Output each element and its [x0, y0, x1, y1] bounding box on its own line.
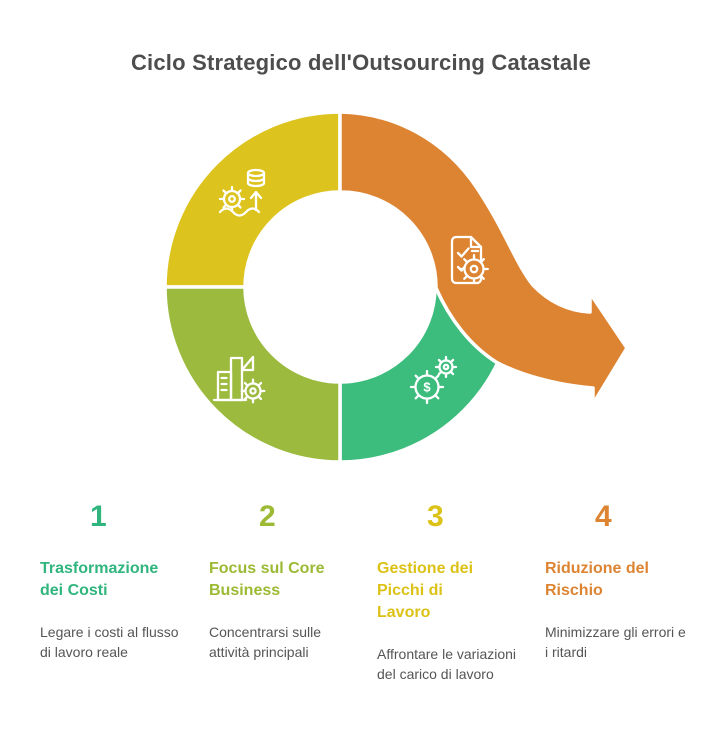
- step-number: 3: [427, 500, 444, 533]
- step-title: Focus sul Core Business: [209, 560, 325, 599]
- checklist-gear-icon: [450, 235, 489, 285]
- step-3: 3 Gestione dei Picchi di Lavoro Affronta…: [377, 502, 527, 684]
- step-title: Gestione dei Picchi di Lavoro: [377, 560, 474, 621]
- dollar-glyph: $: [423, 380, 431, 395]
- step-title: Trasformazione dei Costi: [40, 560, 159, 599]
- segment-orange-arrow: [338, 110, 629, 406]
- dollar-gear-icon: $: [409, 355, 458, 405]
- step-number: 1: [90, 500, 107, 533]
- segment-green: [163, 285, 342, 464]
- step-number: 4: [595, 500, 612, 533]
- segment-yellow: [163, 110, 342, 289]
- steps-row: 1 Trasformazione dei Costi Legare i cost…: [0, 502, 722, 732]
- step-description: Minimizzare gli errori e i ritardi: [545, 624, 686, 660]
- step-description: Legare i costi al flusso di lavoro reale: [40, 624, 179, 660]
- data-growth-icon: [218, 168, 266, 217]
- step-number: 2: [259, 500, 276, 533]
- step-4: 4 Riduzione del Rischio Minimizzare gli …: [545, 502, 695, 662]
- step-description: Affrontare le variazioni del carico di l…: [377, 646, 517, 682]
- step-1: 1 Trasformazione dei Costi Legare i cost…: [40, 502, 190, 662]
- building-gear-icon: [212, 355, 266, 404]
- step-title: Riduzione del Rischio: [545, 560, 649, 599]
- step-2: 2 Focus sul Core Business Concentrarsi s…: [209, 502, 359, 662]
- page-title: Ciclo Strategico dell'Outsourcing Catast…: [130, 50, 592, 75]
- step-description: Concentrarsi sulle attività principali: [209, 624, 322, 660]
